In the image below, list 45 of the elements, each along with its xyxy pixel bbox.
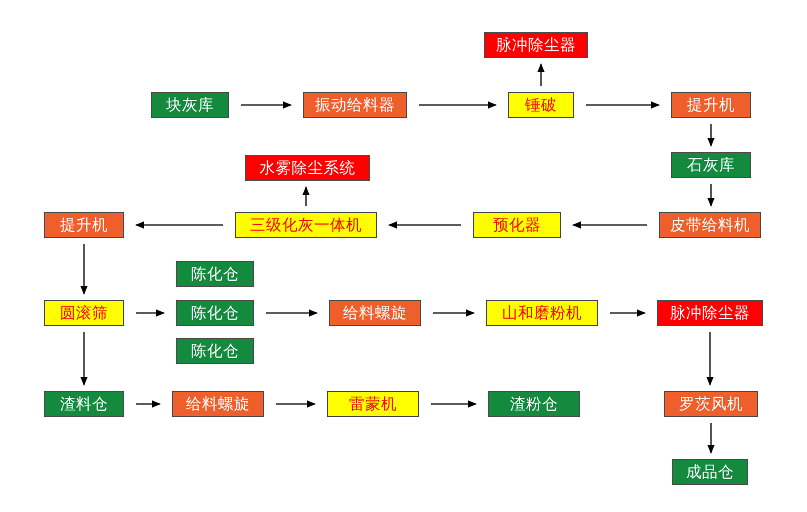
process-box: 陈化仓 [176,338,254,364]
arrow [266,309,318,317]
process-box: 罗茨风机 [664,391,758,417]
process-box: 水雾除尘系统 [245,155,370,181]
arrow [706,332,714,386]
process-box: 成品仓 [672,459,748,485]
process-box: 给料螺旋 [172,391,264,417]
process-box: 脉冲除尘器 [657,300,763,326]
process-box: 提升机 [44,212,124,238]
process-box: 三级化灰一体机 [235,212,377,238]
arrow [586,101,660,109]
process-box: 块灰库 [151,92,229,118]
arrow [80,244,88,295]
process-box: 提升机 [671,92,751,118]
process-box: 预化器 [473,212,561,238]
process-box: 皮带给料机 [659,212,761,238]
arrow [431,400,477,408]
process-box: 山和磨粉机 [486,300,598,326]
process-box: 锤破 [508,92,574,118]
arrow [572,221,647,229]
arrow [610,309,646,317]
arrow [537,63,545,86]
arrow [419,101,497,109]
process-box: 给料螺旋 [329,300,421,326]
process-box: 雷蒙机 [327,391,419,417]
arrow [136,309,165,317]
process-box: 渣粉仓 [488,391,580,417]
arrow [707,423,715,454]
arrow [388,221,461,229]
arrow [241,101,292,109]
process-box: 陈化仓 [176,261,254,287]
process-box: 渣料仓 [44,391,124,417]
arrow [136,400,161,408]
arrow [80,332,88,386]
arrow [135,221,223,229]
process-box: 圆滚筛 [44,300,124,326]
process-box: 陈化仓 [176,300,254,326]
arrow [302,186,310,206]
arrow [276,400,316,408]
arrow [433,309,475,317]
arrow [707,184,715,207]
process-box: 石灰库 [671,152,751,178]
process-box: 振动给料器 [303,92,407,118]
process-box: 脉冲除尘器 [484,32,588,58]
arrow [707,124,715,147]
